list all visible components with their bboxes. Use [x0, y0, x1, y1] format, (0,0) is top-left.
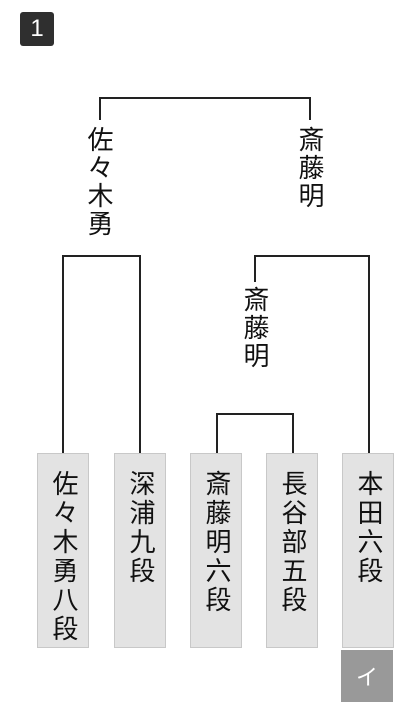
player-name: 深浦九段 — [125, 470, 155, 586]
player-name: 佐々木勇八段 — [48, 470, 78, 644]
player-card: 本田六段 — [342, 453, 394, 648]
final-left-winner: 佐々木勇 — [83, 122, 113, 242]
player-card: 長谷部五段 — [266, 453, 318, 648]
player-name: 斎藤明六段 — [201, 470, 231, 615]
corner-label: イ — [341, 650, 393, 702]
player-card: 佐々木勇八段 — [37, 453, 89, 648]
right-semifinal-line — [254, 255, 370, 455]
player-name: 本田六段 — [353, 470, 383, 586]
quarterfinal-line — [216, 413, 294, 455]
left-semifinal-line — [62, 255, 141, 455]
semifinal-right-winner: 斎藤明 — [239, 282, 269, 374]
player-card: 深浦九段 — [114, 453, 166, 648]
player-card: 斎藤明六段 — [190, 453, 242, 648]
final-bracket-line — [99, 97, 311, 120]
final-right-winner: 斎藤明 — [294, 122, 324, 214]
player-name: 長谷部五段 — [277, 470, 307, 615]
page-number-badge: 1 — [20, 12, 54, 46]
